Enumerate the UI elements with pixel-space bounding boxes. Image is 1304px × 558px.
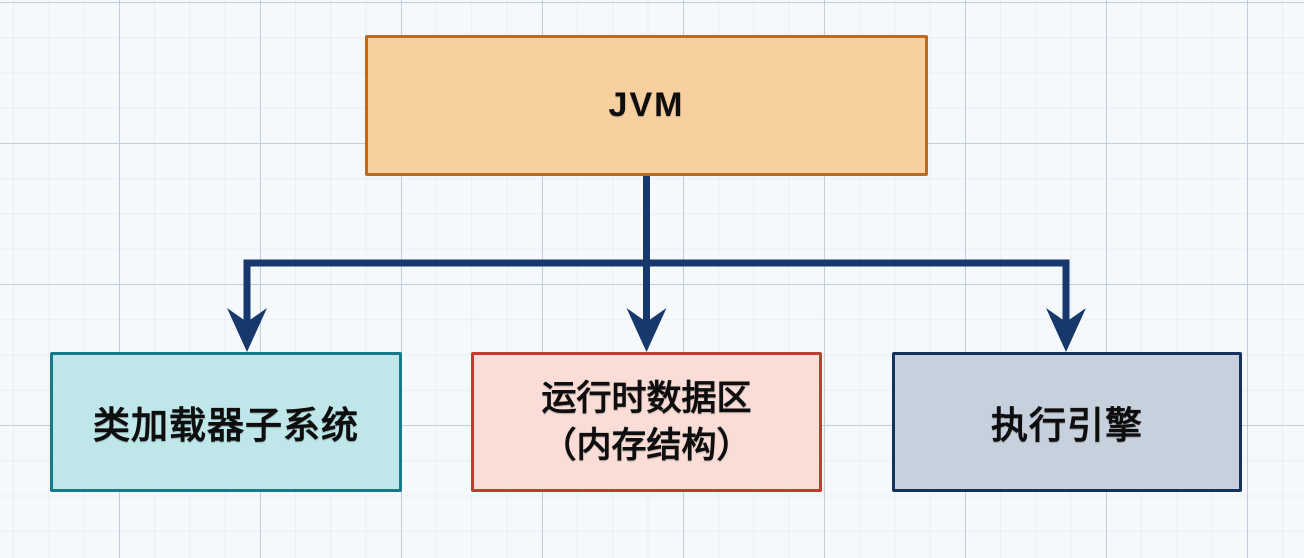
node-class-loader-subsystem: 类加载器子系统	[50, 352, 402, 492]
node-runtime-label-line1: 运行时数据区	[541, 379, 752, 418]
arrowhead-middle-icon	[626, 308, 667, 352]
node-execution-engine: 执行引擎	[892, 352, 1242, 492]
arrowhead-right-icon	[1046, 308, 1086, 352]
arrowhead-left-icon	[227, 308, 267, 352]
connector-branch	[243, 259, 1070, 326]
node-execution-engine-label: 执行引擎	[991, 405, 1143, 446]
node-runtime-label-line2: （内存结构）	[541, 426, 752, 465]
node-jvm: JVM	[365, 35, 928, 176]
node-class-loader-label: 类加载器子系统	[93, 405, 359, 446]
node-jvm-label: JVM	[608, 86, 685, 124]
node-runtime-data-area: 运行时数据区 （内存结构）	[471, 352, 822, 492]
